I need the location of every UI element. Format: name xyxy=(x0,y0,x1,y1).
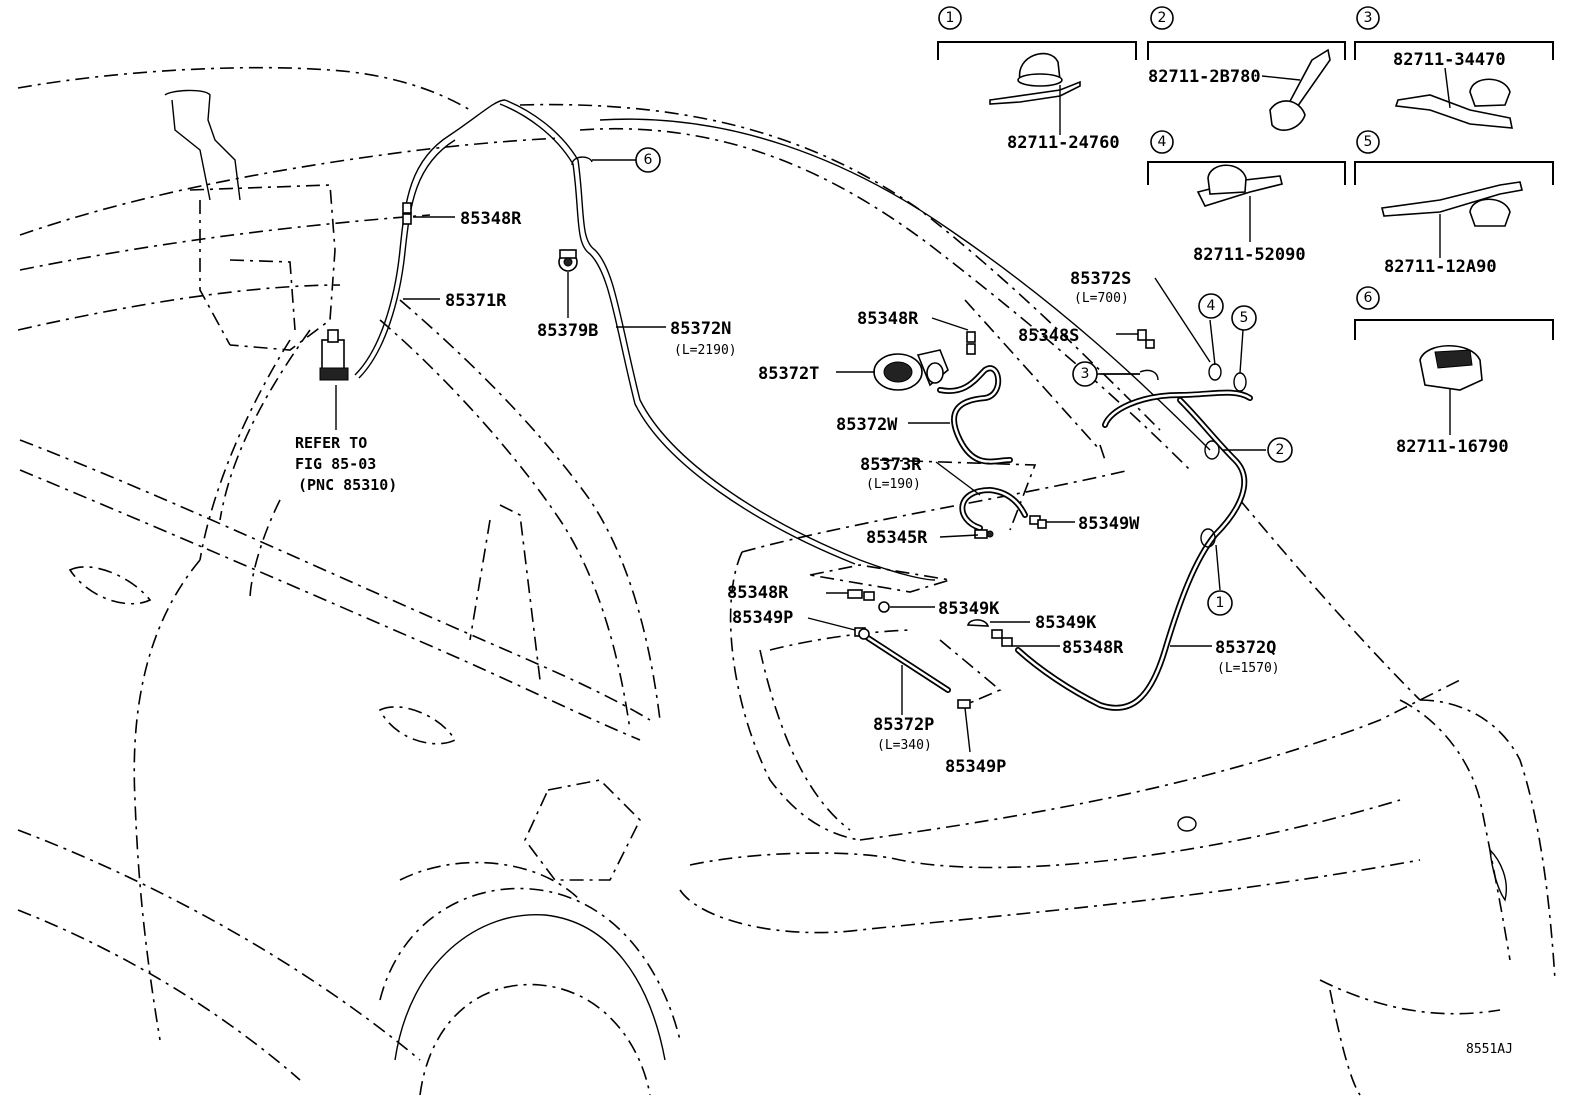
hose-85372W xyxy=(937,365,1013,465)
svg-text:3: 3 xyxy=(1081,366,1090,382)
inset-2-part-number: 82711-2B780 xyxy=(1148,67,1261,87)
inset-6-part-number: 82711-16790 xyxy=(1396,437,1509,457)
inset-1-part-number: 82711-24760 xyxy=(1007,133,1120,153)
label-85372N: 85372N xyxy=(670,319,731,339)
svg-text:1: 1 xyxy=(946,10,955,26)
label-85379B: 85379B xyxy=(537,321,598,341)
label-85372T: 85372T xyxy=(758,364,819,384)
hose-85373R xyxy=(959,486,1028,531)
inset-5-part-number: 82711-12A90 xyxy=(1384,257,1497,277)
reference-note-line1: REFER TO xyxy=(295,434,367,452)
label-85345R: 85345R xyxy=(866,528,928,548)
svg-text:3: 3 xyxy=(1364,10,1373,26)
connector-85349P-lower xyxy=(957,699,971,709)
joint-85348R-top xyxy=(402,202,412,225)
joint-85348S xyxy=(1137,329,1155,349)
label-85372Q: 85372Q xyxy=(1215,638,1276,658)
nozzle-85372T xyxy=(873,349,949,391)
inset-panel-5: 5 82711-12A90 xyxy=(1354,130,1554,277)
joint-85348R-low xyxy=(847,589,875,601)
clip-85349K-a xyxy=(878,601,890,613)
joint-85348R-mid xyxy=(966,331,976,355)
inset-3-part-number: 82711-34470 xyxy=(1393,50,1506,70)
figure-code: 8551AJ xyxy=(1466,1042,1513,1057)
label-85349P-lower: 85349P xyxy=(945,757,1006,777)
label-85372W: 85372W xyxy=(836,415,898,435)
vehicle-body-outline xyxy=(17,66,1556,1096)
inset-panel-2: 2 82711-2B780 xyxy=(1147,6,1346,131)
svg-text:4: 4 xyxy=(1158,134,1167,150)
inset-panel-6: 6 82711-16790 xyxy=(1354,286,1554,457)
label-85348S: 85348S xyxy=(1018,326,1079,346)
reference-note: REFER TO FIG 85-03 (PNC 85310) xyxy=(295,434,397,494)
callout-6: 6 xyxy=(635,147,661,173)
hose-85372N xyxy=(499,99,936,581)
label-85348R-top: 85348R xyxy=(460,209,522,229)
label-85348R-right: 85348R xyxy=(1062,638,1124,658)
inset-4-part-number: 82711-52090 xyxy=(1193,245,1306,265)
label-85371R: 85371R xyxy=(445,291,507,311)
callout-4: 4 xyxy=(1198,293,1224,319)
inset-panel-1: 1 82711-24760 xyxy=(937,6,1137,153)
label-85372P-length: (L=340) xyxy=(877,738,932,753)
hose-85371R xyxy=(354,99,506,379)
label-85348R-low: 85348R xyxy=(727,583,789,603)
label-85349W: 85349W xyxy=(1078,514,1140,534)
reference-note-line2: FIG 85-03 xyxy=(295,455,376,473)
callout-5: 5 xyxy=(1231,305,1257,331)
connector-85349W xyxy=(1029,515,1047,529)
label-85372S: 85372S xyxy=(1070,269,1131,289)
callout-2: 2 xyxy=(1267,437,1293,463)
label-85349K-a: 85349K xyxy=(938,599,1000,619)
label-85348R-mid: 85348R xyxy=(857,309,919,329)
svg-text:4: 4 xyxy=(1207,298,1216,314)
reference-note-line3: (PNC 85310) xyxy=(298,476,397,494)
clip-85345R xyxy=(974,529,994,539)
svg-text:5: 5 xyxy=(1364,134,1373,150)
svg-text:5: 5 xyxy=(1240,310,1249,326)
label-85349P-upper: 85349P xyxy=(732,608,793,628)
hose-85372P xyxy=(865,635,951,693)
svg-text:6: 6 xyxy=(644,152,653,168)
svg-text:2: 2 xyxy=(1276,442,1285,458)
svg-text:2: 2 xyxy=(1158,10,1167,26)
connector-85349P-upper xyxy=(854,627,870,640)
label-85372P: 85372P xyxy=(873,715,934,735)
callout-1: 1 xyxy=(1207,590,1233,616)
callout-3: 3 xyxy=(1072,361,1098,387)
label-85372S-length: (L=700) xyxy=(1074,291,1129,306)
label-85373R: 85373R xyxy=(860,455,922,475)
hose-85372Q xyxy=(1015,397,1248,711)
leader-lines xyxy=(335,159,1266,753)
washer-pump xyxy=(319,329,349,381)
svg-text:6: 6 xyxy=(1364,290,1373,306)
svg-text:1: 1 xyxy=(1216,595,1225,611)
label-85372N-length: (L=2190) xyxy=(674,343,737,358)
hose-85372S xyxy=(1102,389,1253,428)
inset-panel-3: 3 82711-34470 xyxy=(1354,6,1554,129)
label-85372Q-length: (L=1570) xyxy=(1217,661,1280,676)
label-85373R-length: (L=190) xyxy=(866,477,921,492)
inset-panel-4: 4 82711-52090 xyxy=(1147,130,1346,265)
clip-85379B xyxy=(558,249,578,272)
joint-85348R-right xyxy=(991,629,1013,647)
clip-85349K-b xyxy=(966,619,990,627)
label-85349K-b: 85349K xyxy=(1035,613,1097,633)
